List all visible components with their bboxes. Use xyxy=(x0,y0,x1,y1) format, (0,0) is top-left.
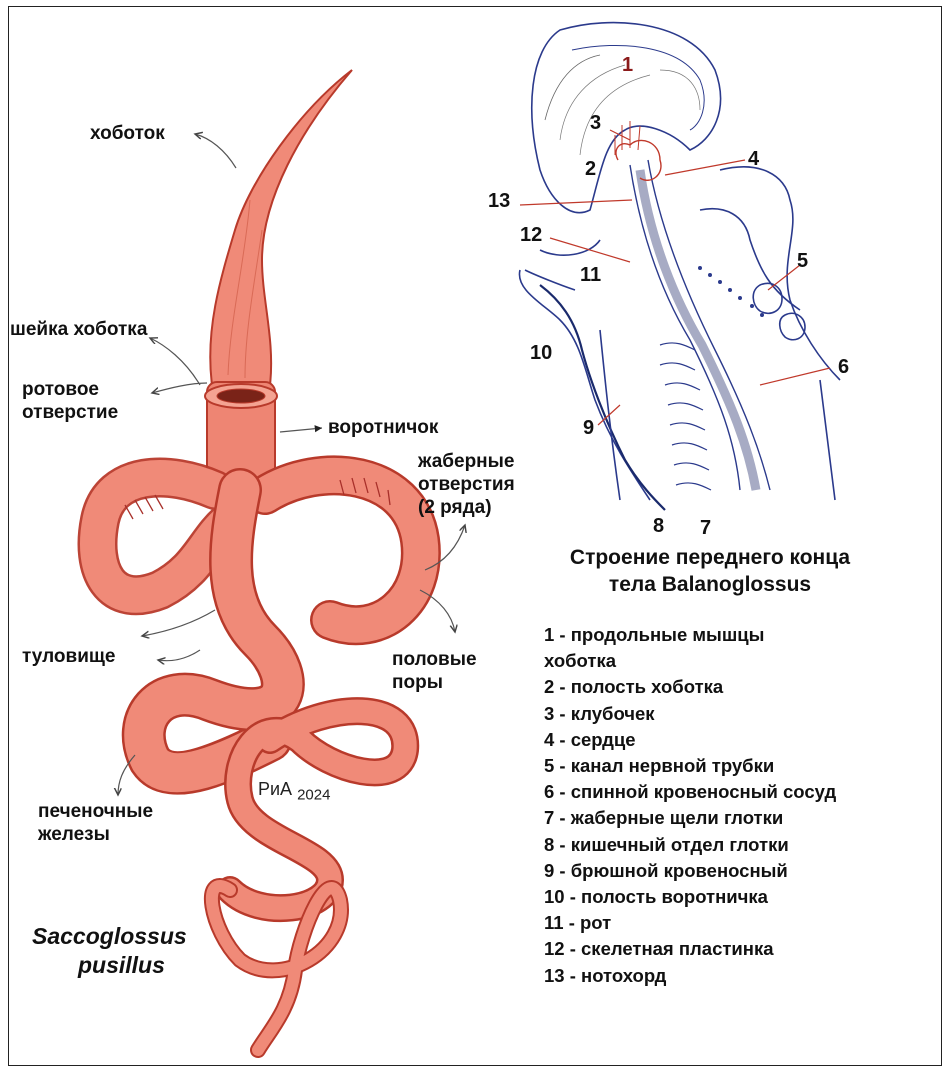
section-number-13: 13 xyxy=(488,190,510,213)
collar-outline xyxy=(519,270,650,500)
label-genital-line2: поры xyxy=(392,671,477,694)
legend: 1 - продольные мышцы хоботка 2 - полость… xyxy=(544,622,836,989)
label-mouth-line2: отверстие xyxy=(22,401,118,424)
section-number-7: 7 xyxy=(700,517,711,540)
section-number-8: 8 xyxy=(653,515,664,538)
author-signature: РиА 2024 xyxy=(258,779,330,804)
legend-item: 8 - кишечный отдел глотки xyxy=(544,832,836,858)
signature-initials: РиА xyxy=(258,779,292,799)
legend-item: хоботка xyxy=(544,648,836,674)
title-line2: тела Balanoglossus xyxy=(520,571,900,598)
signature-year: 2024 xyxy=(297,787,330,804)
legend-item: 3 - клубочек xyxy=(544,701,836,727)
legend-item: 7 - жаберные щели глотки xyxy=(544,805,836,831)
gill-slits xyxy=(660,343,711,490)
legend-item: 5 - канал нервной трубки xyxy=(544,753,836,779)
section-number-10: 10 xyxy=(530,342,552,365)
label-mouth: ротовое отверстие xyxy=(22,378,118,424)
label-gills-line3: (2 ряда) xyxy=(418,496,515,519)
legend-item: 9 - брюшной кровеносный xyxy=(544,858,836,884)
label-genital-pores: половые поры xyxy=(392,648,477,694)
section-number-1: 1 xyxy=(622,54,633,77)
label-gill-openings: жаберные отверстия (2 ряда) xyxy=(418,450,515,519)
label-trunk: туловище xyxy=(22,645,115,668)
label-genital-line1: половые xyxy=(392,648,477,671)
label-proboscis: хоботок xyxy=(90,122,165,145)
label-mouth-line1: ротовое xyxy=(22,378,118,401)
proboscis-outline xyxy=(532,23,721,213)
label-hepatic-glands: печеночные железы xyxy=(38,800,153,846)
species-line2: pusillus xyxy=(32,951,187,980)
section-number-3: 3 xyxy=(590,112,601,135)
legend-item: 13 - нотохорд xyxy=(544,963,836,989)
legend-item: 2 - полость хоботка xyxy=(544,674,836,700)
worm-drawing xyxy=(98,70,421,1050)
diagram-title: Строение переднего конца тела Balanoglos… xyxy=(520,544,900,598)
section-pointers xyxy=(520,130,830,425)
species-name: Saccoglossus pusillus xyxy=(32,922,187,980)
legend-item: 4 - сердце xyxy=(544,727,836,753)
label-hepatic-line1: печеночные xyxy=(38,800,153,823)
legend-item: 6 - спинной кровеносный сосуд xyxy=(544,779,836,805)
section-drawing xyxy=(519,23,840,510)
label-hepatic-line2: железы xyxy=(38,823,153,846)
legend-item: 1 - продольные мышцы xyxy=(544,622,836,648)
section-number-6: 6 xyxy=(838,356,849,379)
section-number-12: 12 xyxy=(520,224,542,247)
section-number-4: 4 xyxy=(748,148,759,171)
section-number-5: 5 xyxy=(797,250,808,273)
legend-item: 12 - скелетная пластинка xyxy=(544,936,836,962)
section-number-9: 9 xyxy=(583,417,594,440)
section-number-2: 2 xyxy=(585,158,596,181)
species-line1: Saccoglossus xyxy=(32,922,187,951)
label-collar: воротничок xyxy=(328,416,438,439)
legend-item: 11 - рот xyxy=(544,910,836,936)
title-line1: Строение переднего конца xyxy=(520,544,900,571)
legend-item: 10 - полость воротничка xyxy=(544,884,836,910)
label-gills-line2: отверстия xyxy=(418,473,515,496)
label-proboscis-neck: шейка хоботка xyxy=(10,318,147,341)
section-number-11: 11 xyxy=(580,264,601,287)
label-gills-line1: жаберные xyxy=(418,450,515,473)
